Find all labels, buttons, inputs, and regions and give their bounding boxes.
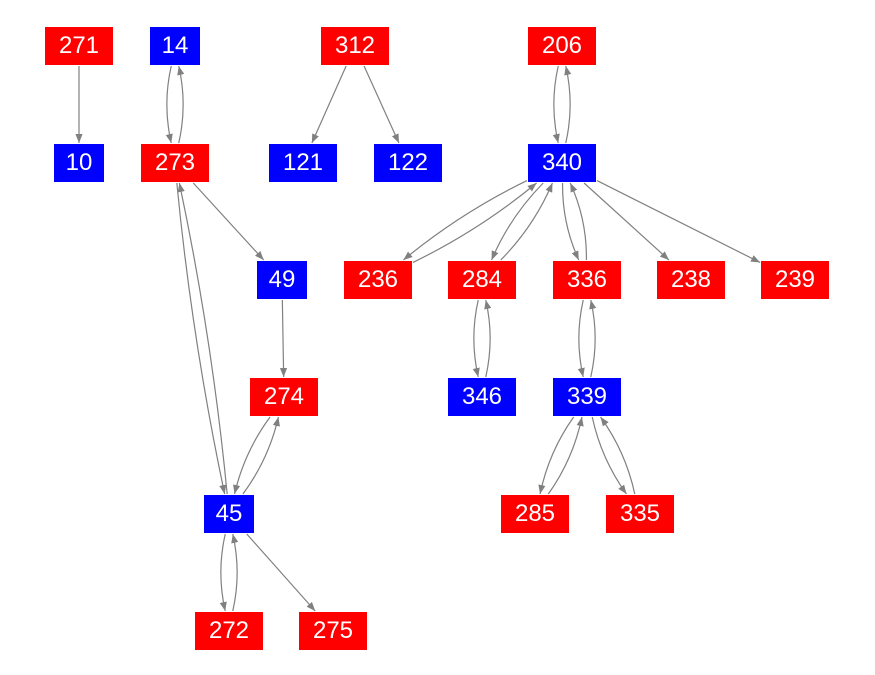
edge-14-to-273 [165, 65, 173, 144]
node-340: 340 [528, 144, 596, 182]
edge-272-to-45 [231, 533, 239, 612]
edge-273-to-45 [176, 182, 227, 495]
edge-284-to-346 [472, 299, 480, 378]
node-335: 335 [606, 495, 674, 533]
edge-340-to-206 [564, 65, 572, 144]
node-273: 273 [141, 144, 209, 182]
node-239: 239 [761, 261, 829, 299]
node-206: 206 [528, 27, 596, 65]
edge-336-to-339 [577, 299, 585, 378]
node-284: 284 [448, 261, 516, 299]
node-339: 339 [553, 378, 621, 416]
edge-273-to-14 [177, 65, 185, 144]
edge-45-to-274 [242, 416, 280, 495]
edge-312-to-121 [311, 65, 347, 144]
node-236: 236 [344, 261, 412, 299]
node-122: 122 [374, 144, 442, 182]
edge-312-to-122 [363, 65, 400, 144]
edge-45-to-275 [246, 533, 316, 612]
node-45: 45 [204, 495, 254, 533]
edge-206-to-340 [552, 65, 560, 144]
edge-45-to-272 [219, 533, 227, 612]
edge-284-to-340 [500, 182, 553, 261]
edge-340-to-284 [491, 182, 544, 261]
edge-339-to-336 [589, 299, 597, 378]
node-14: 14 [150, 27, 200, 65]
edge-339-to-285 [538, 416, 575, 495]
edge-45-to-273 [177, 182, 228, 495]
edge-274-to-45 [233, 416, 271, 495]
edge-49-to-274 [279, 299, 288, 378]
edge-346-to-284 [484, 299, 492, 378]
node-49: 49 [257, 261, 307, 299]
edge-273-to-49 [192, 182, 265, 261]
node-238: 238 [657, 261, 725, 299]
edge-285-to-339 [547, 416, 584, 495]
node-10: 10 [54, 144, 104, 182]
node-336: 336 [553, 261, 621, 299]
node-121: 121 [269, 144, 337, 182]
edge-339-to-335 [591, 416, 627, 495]
node-271: 271 [45, 27, 113, 65]
edge-340-to-236 [403, 180, 528, 261]
edge-336-to-340 [569, 182, 588, 261]
node-272: 272 [195, 612, 263, 650]
edge-335-to-339 [600, 416, 636, 495]
edge-236-to-340 [412, 182, 537, 263]
edge-340-to-239 [596, 180, 761, 263]
edge-340-to-336 [561, 182, 580, 261]
node-275: 275 [299, 612, 367, 650]
node-285: 285 [501, 495, 569, 533]
node-312: 312 [321, 27, 389, 65]
node-346: 346 [448, 378, 516, 416]
node-274: 274 [250, 378, 318, 416]
edge-340-to-238 [583, 182, 670, 261]
